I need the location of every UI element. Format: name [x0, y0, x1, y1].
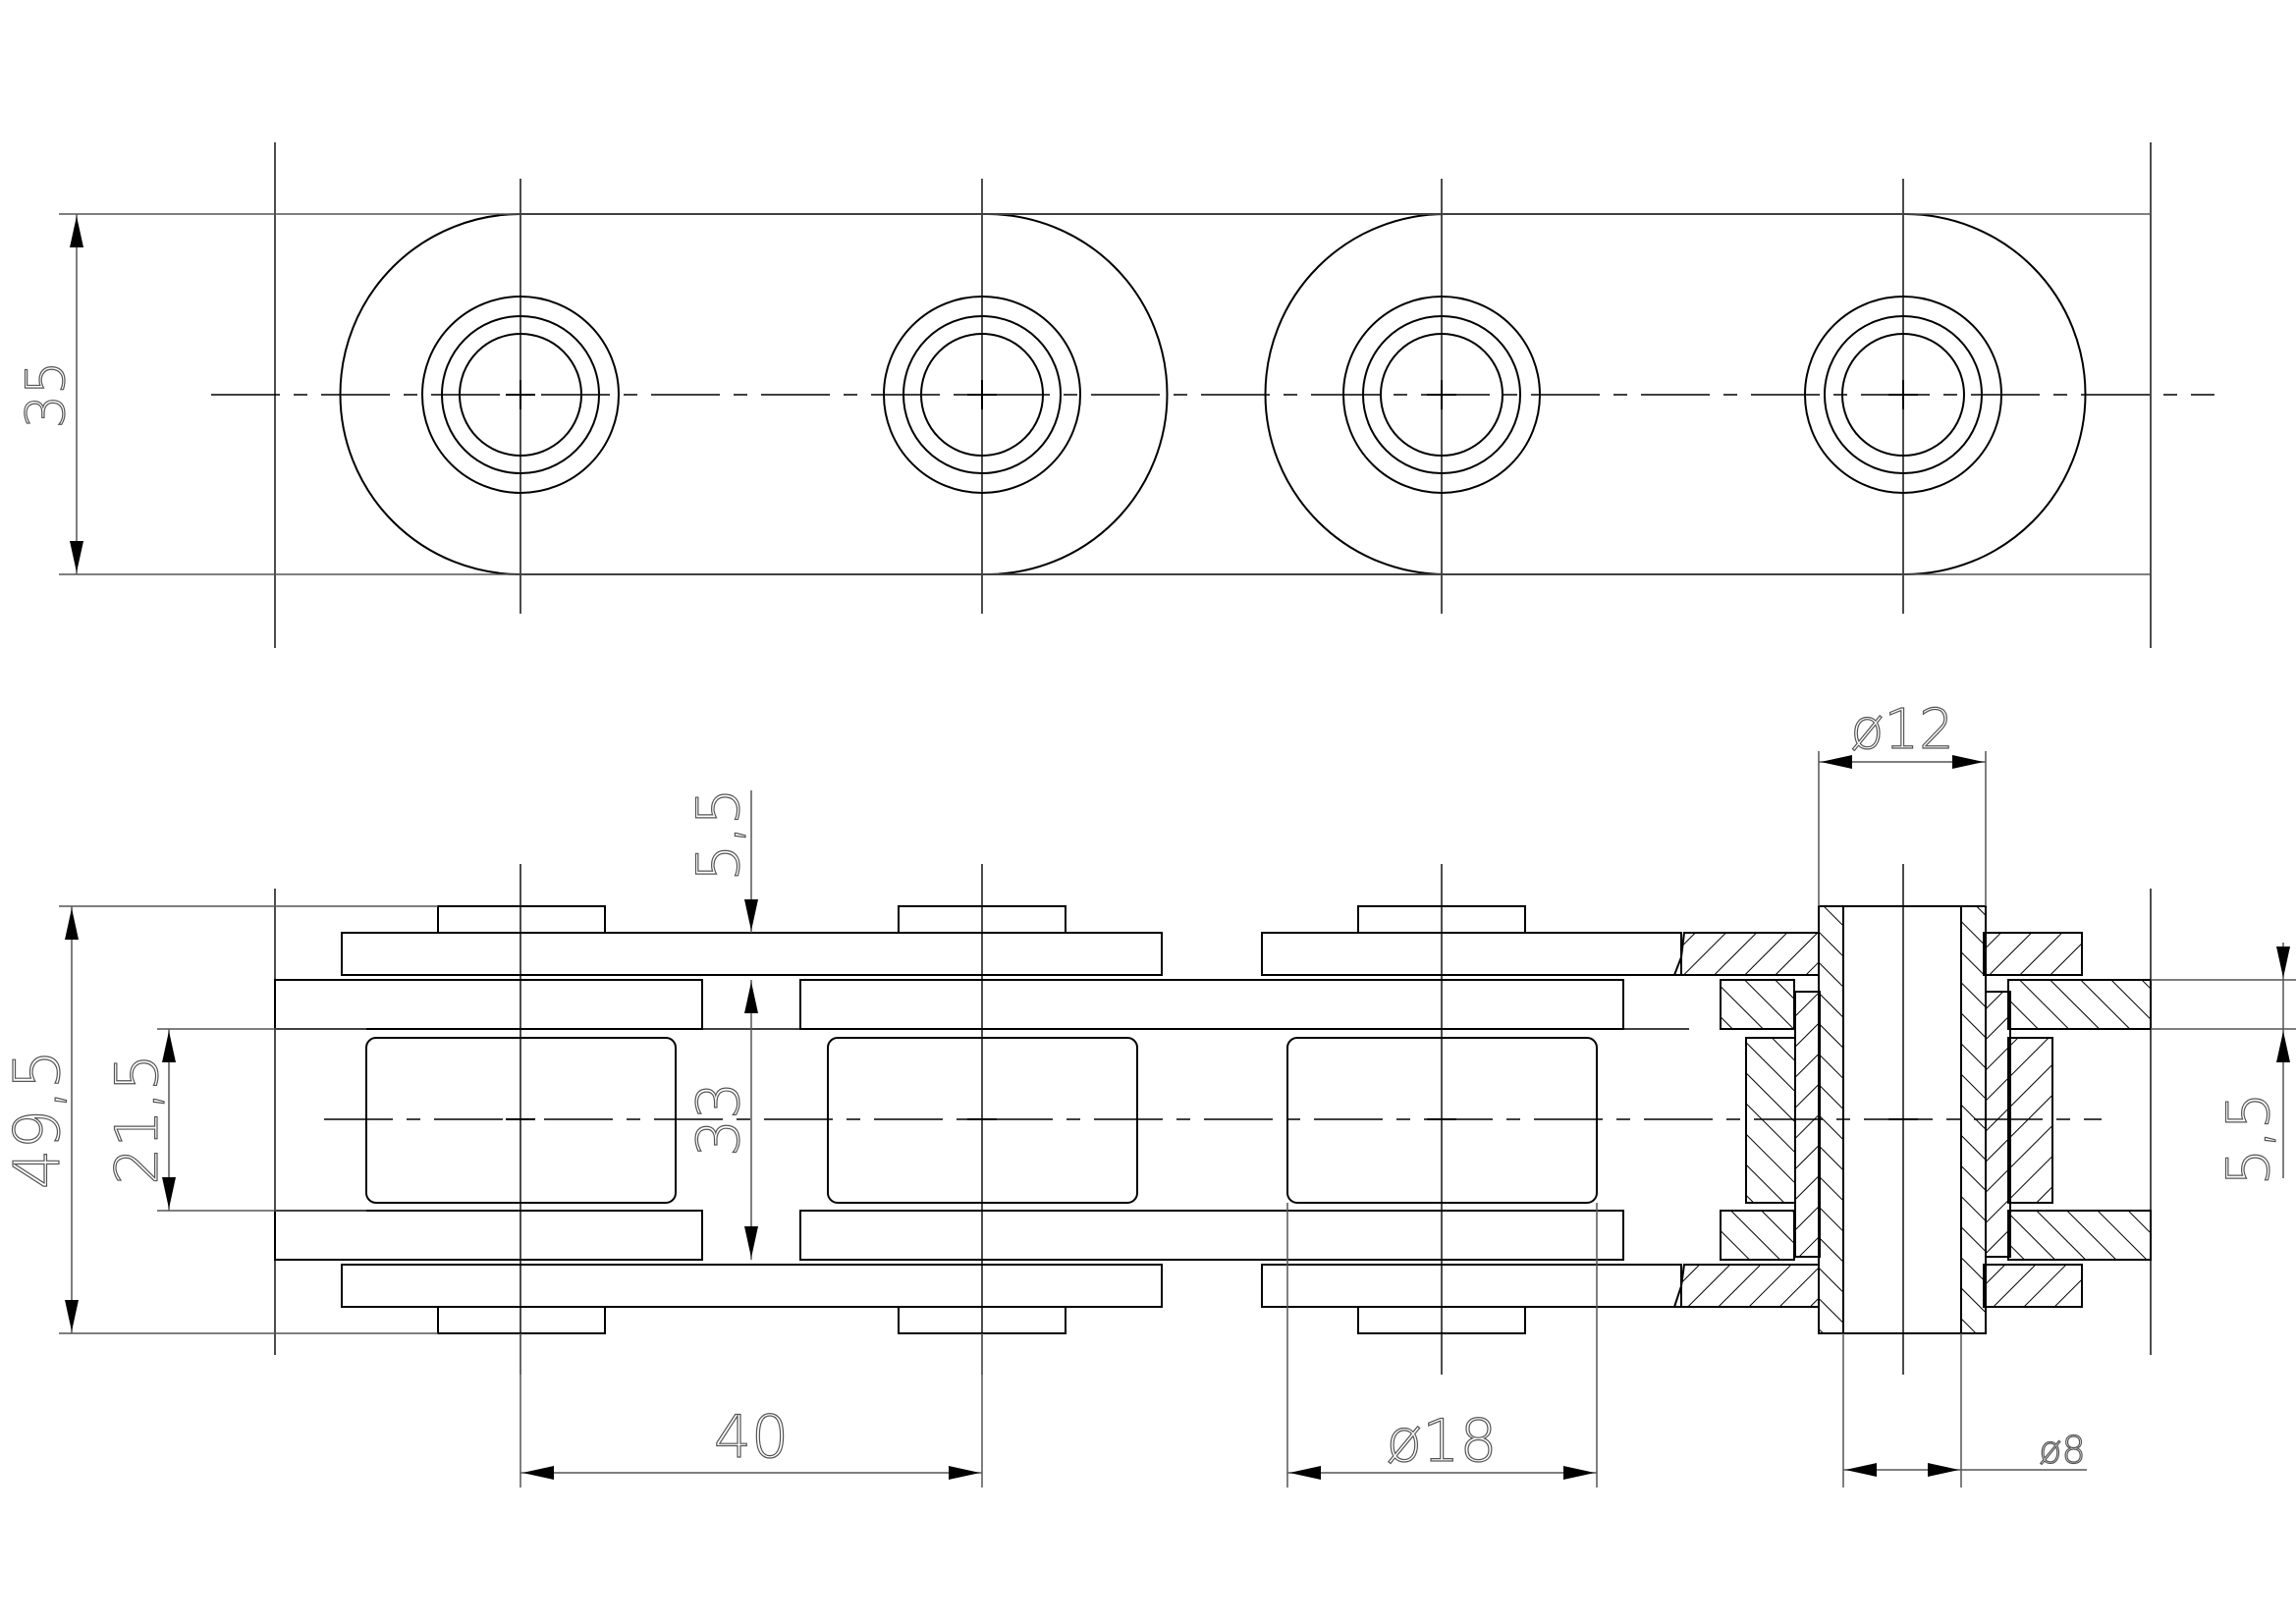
- dim-inner-width: 33: [684, 1082, 753, 1157]
- dim-roller-diameter: ø18: [1386, 1407, 1497, 1476]
- dim-roller-length: 21,5: [103, 1054, 172, 1185]
- top-view: 35: [14, 142, 2214, 648]
- outer-plate-top-1: [341, 932, 1163, 976]
- dim-overall-width: 49,5: [2, 1050, 75, 1190]
- dim-bushing-diameter: ø12: [1850, 698, 1954, 762]
- dim-plate-thickness-right: 5,5: [2214, 1092, 2283, 1185]
- dim-plate-width: 35: [15, 361, 77, 429]
- dim-pitch: 40: [714, 1403, 789, 1472]
- front-view: 49,5 21,5 33 5,5 5,5 40: [1, 697, 2296, 1488]
- dim-plate-thickness-top: 5,5: [684, 787, 753, 881]
- dim-pin-diameter: ø8: [2039, 1429, 2085, 1472]
